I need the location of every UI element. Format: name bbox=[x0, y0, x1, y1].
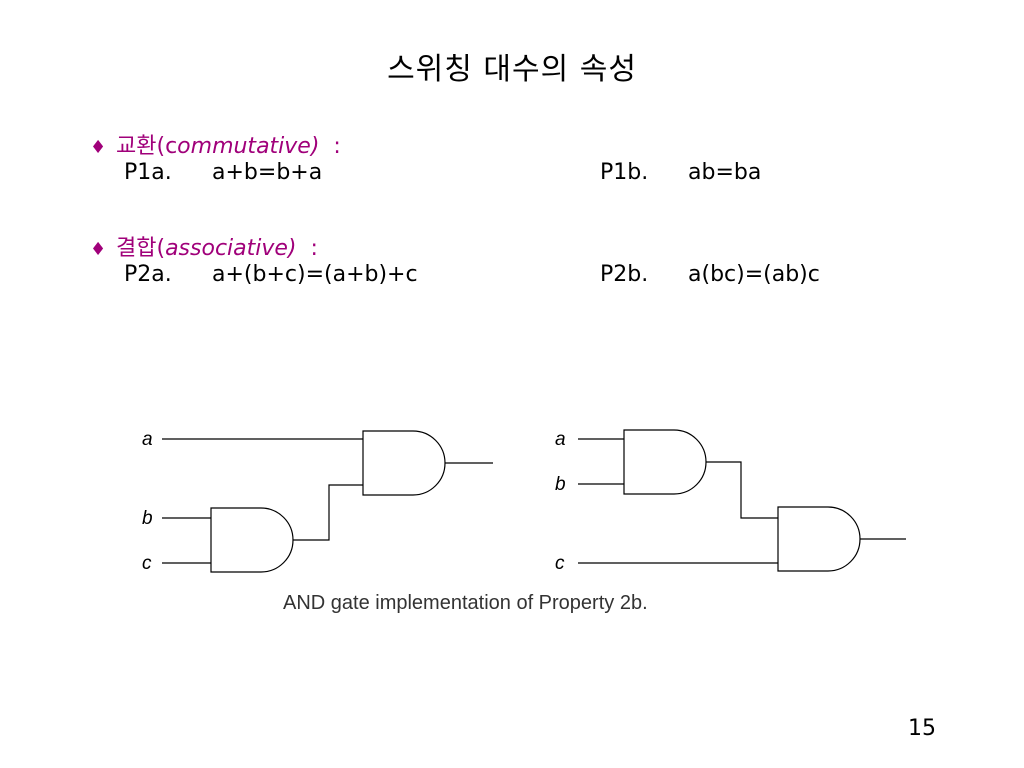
property-p1a: P1a. a+b=b+a bbox=[124, 160, 322, 185]
property-p2a: P2a. a+(b+c)=(a+b)+c bbox=[124, 262, 418, 287]
property-p2b: P2b. a(bc)=(ab)c bbox=[600, 262, 820, 287]
property-p2a-label: P2a. bbox=[124, 262, 172, 287]
associative-term-en: associative) bbox=[165, 236, 297, 261]
property-p2a-formula: a+(b+c)=(a+b)+c bbox=[212, 262, 418, 287]
property-p1a-label: P1a. bbox=[124, 160, 172, 185]
associative-properties: P2a. a+(b+c)=(a+b)+c P2b. a(bc)=(ab)c bbox=[90, 262, 820, 294]
commutative-colon: : bbox=[333, 134, 341, 159]
page-number: 15 bbox=[908, 716, 936, 741]
right-and-gate-top bbox=[623, 429, 707, 495]
left-label-c: c bbox=[142, 553, 152, 574]
property-p2b-formula: a(bc)=(ab)c bbox=[688, 262, 820, 287]
left-label-b: b bbox=[142, 508, 153, 529]
property-p1b: P1b. ab=ba bbox=[600, 160, 761, 185]
commutative-properties: P1a. a+b=b+a P1b. ab=ba bbox=[90, 160, 761, 192]
left-inner-wire bbox=[293, 484, 363, 541]
right-label-a: a bbox=[555, 429, 566, 450]
right-and-gate-bottom bbox=[777, 506, 861, 572]
right-label-c: c bbox=[555, 553, 565, 574]
commutative-term-ko: 교환(c bbox=[116, 134, 178, 159]
associative-colon: : bbox=[310, 236, 318, 261]
right-inner-wire bbox=[706, 461, 778, 519]
commutative-term-en: ommutative) bbox=[177, 134, 320, 159]
right-label-b: b bbox=[555, 474, 566, 495]
associative-term-ko: 결합( bbox=[116, 236, 166, 261]
property-p1b-label: P1b. bbox=[600, 160, 649, 185]
property-p2b-label: P2b. bbox=[600, 262, 649, 287]
diagram-caption: AND gate implementation of Property 2b. bbox=[283, 592, 648, 614]
left-and-gate-bottom bbox=[210, 507, 294, 573]
property-p1a-formula: a+b=b+a bbox=[212, 160, 323, 185]
left-and-gate-top bbox=[362, 430, 446, 496]
property-p1b-formula: ab=ba bbox=[688, 160, 762, 185]
diamond-bullet-icon: ♦ bbox=[90, 239, 107, 260]
diamond-bullet-icon: ♦ bbox=[90, 137, 107, 158]
left-label-a: a bbox=[142, 429, 153, 450]
slide-title: 스위칭 대수의 속성 bbox=[387, 52, 637, 87]
associative-section: ♦ 결합(associative) : P2a. a+(b+c)=(a+b)+c … bbox=[90, 230, 820, 294]
associative-heading: ♦ 결합(associative) : bbox=[90, 230, 318, 262]
